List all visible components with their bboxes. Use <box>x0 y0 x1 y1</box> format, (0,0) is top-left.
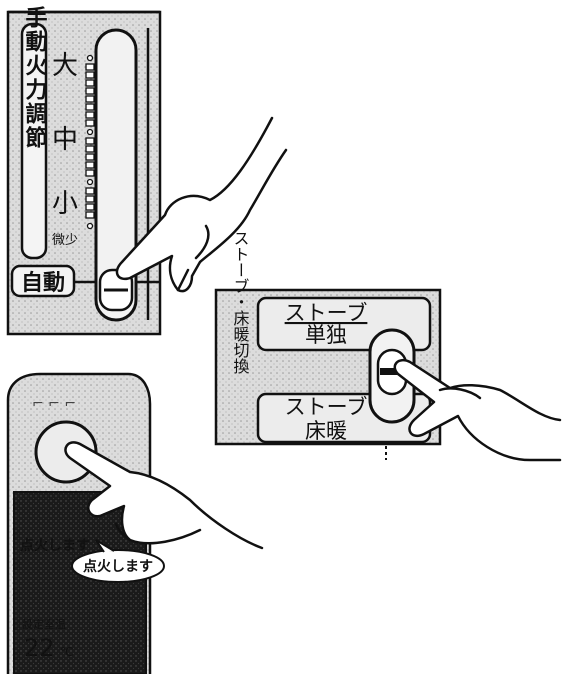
option-stove-floor-line1: ストーブ <box>285 395 368 419</box>
bubble-message: 点火します <box>83 558 153 575</box>
heat-slider-track[interactable] <box>94 28 138 322</box>
hand-pinch-icon <box>393 358 562 462</box>
heat-control-panel: 手動火力調節 大 中 小 微少 自動 <box>6 6 288 336</box>
manual-label-frame <box>20 22 48 260</box>
option-stove-only-line2: 単独 <box>305 323 347 347</box>
level-scale <box>85 54 95 230</box>
level-low: 小 <box>52 189 78 219</box>
mode-switch-panel: ストーブ・床暖切換 ストーブ 単独 ストーブ 床暖 <box>214 230 562 462</box>
mode-side-label: ストーブ・床暖切換 <box>231 230 250 375</box>
level-lowest: 微少 <box>52 233 78 248</box>
level-medium: 中 <box>52 125 78 155</box>
option-stove-floor-line2: 床暖 <box>305 419 347 443</box>
setting-label: 設定室温 <box>22 617 66 631</box>
display-message: 点火します <box>20 537 90 554</box>
speech-bubble <box>71 549 165 583</box>
manual-label: 手動火力調節 <box>22 6 48 150</box>
auto-label: 自動 <box>21 270 65 296</box>
level-high: 大 <box>52 51 78 81</box>
option-stove-only-line1: ストーブ <box>285 301 368 325</box>
temperature-value: 22 <box>24 634 55 662</box>
remote-brand: ⌐ ⌐ ⌐ <box>32 396 76 412</box>
temperature-unit: ℃ <box>60 645 73 659</box>
remote-control: ⌐ ⌐ ⌐ 点火します 点火します 設定室温 22 ℃ <box>6 372 264 674</box>
hand-pointing-icon <box>115 116 288 293</box>
